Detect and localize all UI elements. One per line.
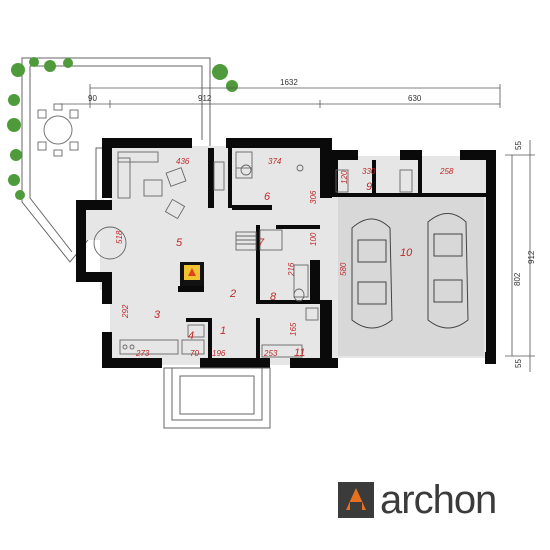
room-3: 3 (154, 309, 161, 321)
dimension-330: 330 (362, 167, 376, 176)
room-5: 5 (176, 237, 183, 249)
exterior-walls (76, 138, 496, 368)
dimension-side-overall: 912 (527, 250, 536, 264)
dimension-120: 120 (340, 170, 349, 184)
terrace (21, 57, 211, 263)
room-8: 8 (270, 291, 277, 303)
dimension-292: 292 (121, 304, 130, 319)
dimension-right: 630 (408, 94, 422, 103)
dimension-253: 253 (263, 349, 278, 358)
dimension-165: 165 (289, 322, 298, 336)
dimension-side-middle: 802 (513, 272, 522, 286)
room-4: 4 (188, 330, 194, 342)
dimension-side-bottom: 55 (514, 359, 523, 368)
dimension-518: 518 (115, 230, 124, 244)
terrace-table-icon (37, 103, 79, 157)
room-10: 10 (400, 247, 413, 259)
fireplace (180, 262, 204, 286)
archon-logo-icon (338, 482, 374, 518)
room-6: 6 (264, 191, 271, 203)
dimension-436: 436 (176, 157, 190, 166)
entrance-porch (163, 367, 271, 429)
dimension-overall-width: 1632 (280, 78, 298, 87)
dimension-306: 306 (309, 190, 318, 204)
dimension-374: 374 (268, 157, 282, 166)
dimension-580: 580 (339, 262, 348, 276)
room-7: 7 (258, 237, 265, 249)
room-9: 9 (366, 181, 372, 193)
side-dimension-lines (505, 140, 535, 372)
car-icon-2 (427, 213, 469, 329)
room-11: 11 (294, 347, 305, 359)
furniture (93, 151, 413, 358)
room-2: 2 (229, 288, 236, 300)
car-icon (351, 218, 393, 329)
dimension-left-mid: 912 (198, 94, 212, 103)
dimension-196: 196 (212, 349, 226, 358)
dimension-left-small: 90 (88, 94, 97, 103)
dimension-258: 258 (439, 167, 454, 176)
dimension-273: 273 (135, 349, 150, 358)
interior-walls (178, 148, 486, 364)
dimension-100: 100 (309, 232, 318, 246)
dimension-side-top: 55 (514, 141, 523, 150)
room-1: 1 (220, 325, 226, 337)
dimension-70: 70 (190, 349, 199, 358)
archon-logo-text: archon (380, 478, 497, 522)
plant-icons (7, 57, 238, 200)
top-dimension-lines (60, 84, 501, 108)
dimension-216: 216 (287, 262, 296, 277)
